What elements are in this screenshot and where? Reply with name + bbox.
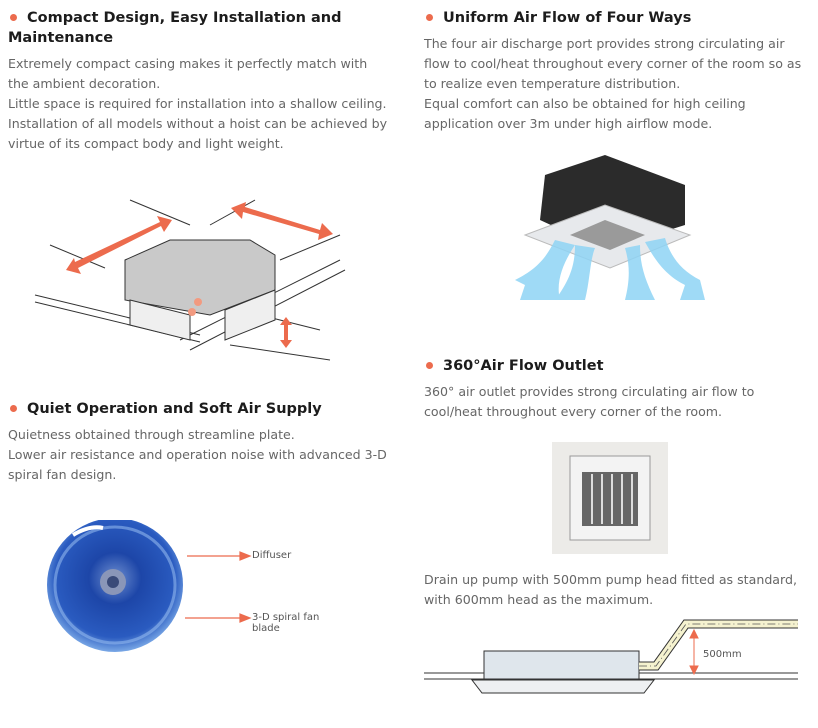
section-body: Extremely compact casing makes it perfec… xyxy=(8,54,388,154)
paragraph: 360° air outlet provides strong circulat… xyxy=(424,384,755,419)
section-compact-design: Compact Design, Easy Installation and Ma… xyxy=(8,8,388,154)
bullet-dot-icon xyxy=(426,361,433,369)
paragraph: Quietness obtained through streamline pl… xyxy=(8,427,295,442)
section-body: 360° air outlet provides strong circulat… xyxy=(424,382,804,422)
section-360-air-flow-outlet: 360°Air Flow Outlet 360° air outlet prov… xyxy=(424,356,804,422)
section-heading: 360°Air Flow Outlet xyxy=(424,356,804,376)
paragraph: Little space is required for installatio… xyxy=(8,96,388,151)
paragraph: Equal comfort can also be obtained for h… xyxy=(424,96,746,131)
drain-dimension-label: 500mm xyxy=(703,649,742,660)
paragraph: The four air discharge port provides str… xyxy=(424,36,802,91)
section-quiet-operation: Quiet Operation and Soft Air Supply Quie… xyxy=(8,399,388,485)
drain-pump-diagram: 500mm xyxy=(424,618,798,698)
installation-illustration xyxy=(30,190,360,365)
drain-pump-description: Drain up pump with 500mm pump head fitte… xyxy=(424,570,814,610)
bullet-dot-icon xyxy=(10,404,17,412)
fan-label-fan-blade: 3-D spiral fan blade xyxy=(252,612,320,634)
cassette-airflow-illustration xyxy=(515,150,705,310)
cassette-panel-image xyxy=(552,442,668,554)
section-uniform-air-flow: Uniform Air Flow of Four Ways The four a… xyxy=(424,8,804,134)
section-body: Quietness obtained through streamline pl… xyxy=(8,425,388,485)
paragraph: Drain up pump with 500mm pump head fitte… xyxy=(424,572,797,607)
spiral-fan-illustration: Diffuser 3-D spiral fan blade xyxy=(45,518,345,660)
paragraph: Extremely compact casing makes it perfec… xyxy=(8,56,368,91)
section-heading: Uniform Air Flow of Four Ways xyxy=(424,8,804,28)
bullet-dot-icon xyxy=(10,13,17,21)
section-body: The four air discharge port provides str… xyxy=(424,34,804,134)
section-heading: Quiet Operation and Soft Air Supply xyxy=(8,399,388,419)
paragraph: Lower air resistance and operation noise… xyxy=(8,447,387,482)
bullet-dot-icon xyxy=(426,13,433,21)
fan-label-diffuser: Diffuser xyxy=(252,550,292,561)
section-heading: Compact Design, Easy Installation and Ma… xyxy=(8,10,342,46)
